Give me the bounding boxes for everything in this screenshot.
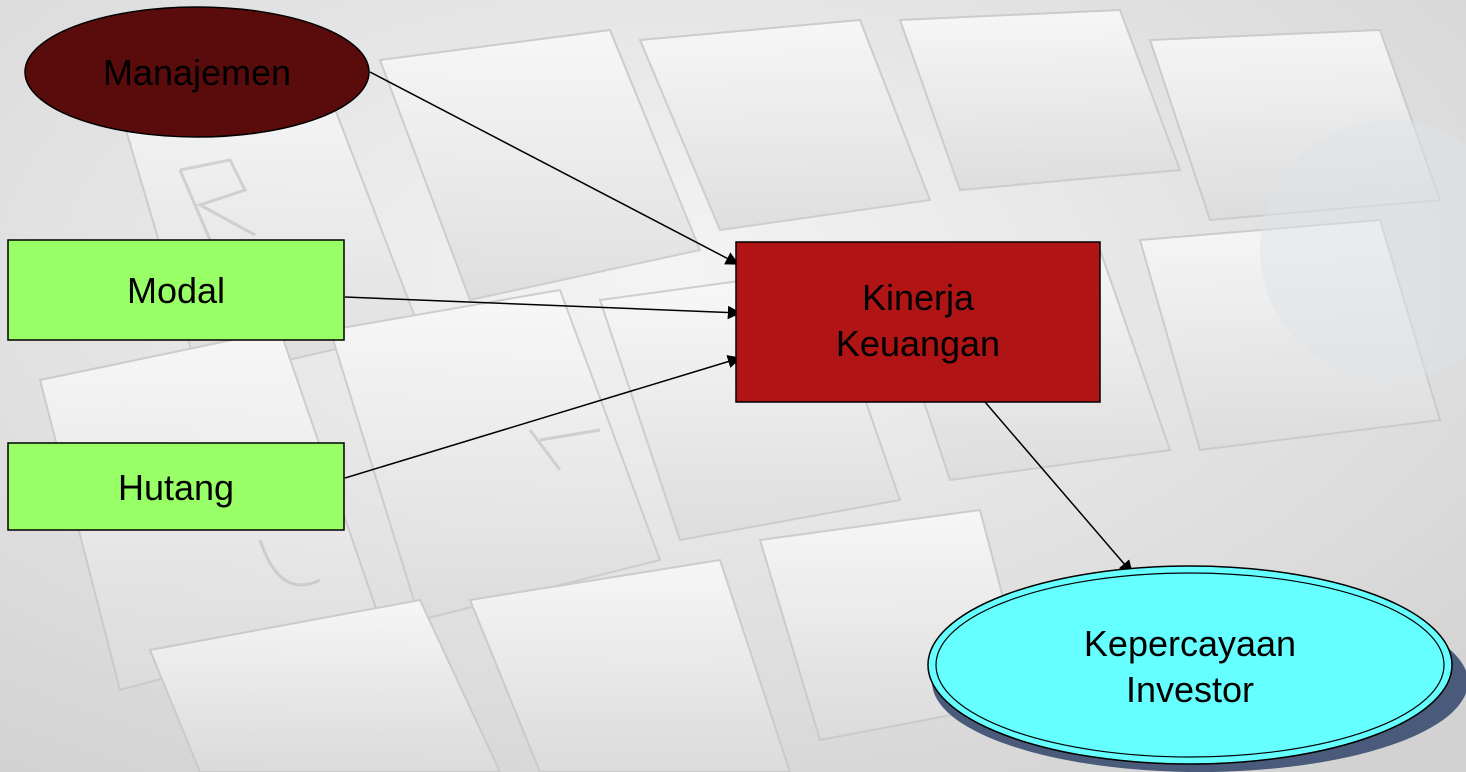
node-kinerja-keuangan: Kinerja Keuangan: [735, 241, 1101, 403]
node-kepercayaan-investor: Kepercayaan Investor: [927, 565, 1466, 772]
node-manajemen: Manajemen: [24, 6, 370, 138]
node-hutang: Hutang: [7, 442, 345, 531]
node-modal-label: Modal: [127, 270, 225, 311]
node-hutang-label: Hutang: [118, 467, 234, 508]
node-kepercayaan-label-line1: Kepercayaan: [1084, 623, 1296, 664]
edge-kinerja-to-kepercayaan: [984, 401, 1133, 575]
edge-modal-to-kinerja: [344, 296, 742, 320]
node-kinerja-label-line1: Kinerja: [862, 277, 975, 318]
node-kepercayaan-label-line2: Investor: [1126, 669, 1254, 710]
node-manajemen-label: Manajemen: [103, 52, 291, 93]
edge-hutang-to-kinerja: [344, 355, 742, 479]
edges: [344, 71, 1133, 575]
node-kinerja-label-line2: Keuangan: [836, 323, 1000, 364]
edge-manajemen-to-kinerja: [369, 71, 740, 265]
node-modal: Modal: [7, 239, 345, 341]
